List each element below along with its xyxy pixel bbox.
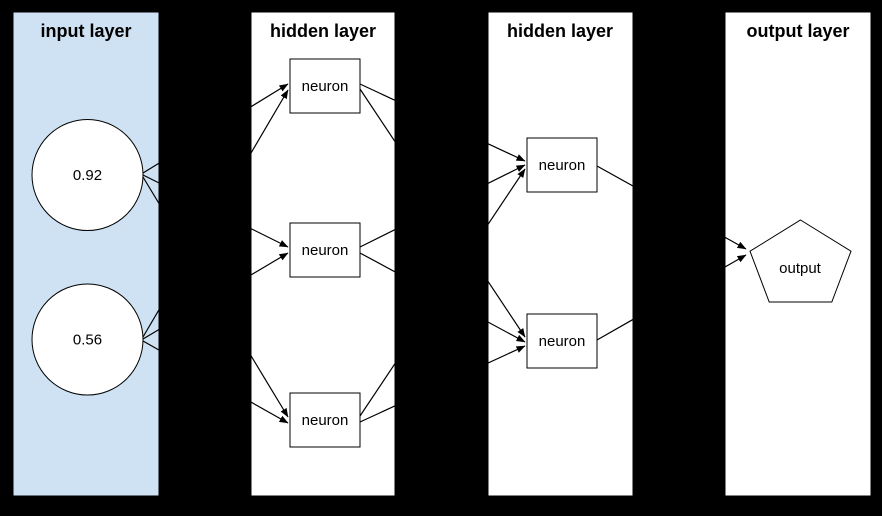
input-node-1: 0.92 xyxy=(31,119,144,231)
hidden2-node-1-box xyxy=(526,137,598,193)
input-node-2: 0.56 xyxy=(31,283,144,396)
edge-input1-h1n2 xyxy=(142,174,289,248)
hidden1-node-3-label: neuron xyxy=(302,412,349,429)
hidden1-node-1: neuron xyxy=(289,58,361,114)
hidden2-node-1: neuron xyxy=(526,137,598,193)
input-node-1-circle xyxy=(31,119,144,231)
hidden2-node-2: neuron xyxy=(526,313,598,369)
output-node: output xyxy=(749,219,852,303)
edge-h2n2-output xyxy=(596,254,747,341)
hidden2-node-2-label: neuron xyxy=(539,333,586,350)
edge-h1n3-h2n1 xyxy=(359,168,526,417)
edge-input2-h1n3 xyxy=(142,340,289,424)
hidden1-node-1-box xyxy=(289,58,361,114)
output-node-pentagon xyxy=(749,219,852,303)
hidden1-node-2: neuron xyxy=(289,222,361,278)
input-layer-panel xyxy=(12,11,160,497)
input-node-1-value: 0.92 xyxy=(73,167,102,184)
hidden-layer-2-title: hidden layer xyxy=(507,21,613,41)
output-layer-title: output layer xyxy=(746,21,849,41)
hidden-layer-2-panel xyxy=(487,11,634,497)
input-node-2-value: 0.56 xyxy=(73,332,102,349)
edge-input1-h1n3 xyxy=(142,176,289,418)
output-node-label: output xyxy=(779,260,822,277)
edge-input2-h1n2 xyxy=(142,252,289,340)
edge-input2-h1n1 xyxy=(142,89,289,338)
hidden1-node-2-box xyxy=(289,222,361,278)
edge-h1n2-h2n2 xyxy=(359,252,526,343)
edge-h1n2-h2n1 xyxy=(359,164,526,248)
hidden1-node-2-label: neuron xyxy=(302,242,349,259)
edge-h1n1-h2n2 xyxy=(359,88,526,338)
hidden1-node-1-label: neuron xyxy=(302,78,349,95)
hidden2-node-2-box xyxy=(526,313,598,369)
edge-h1n1-h2n1 xyxy=(359,83,526,162)
hidden-layer-1-title: hidden layer xyxy=(270,21,376,41)
input-node-2-circle xyxy=(31,283,144,396)
hidden2-node-1-label: neuron xyxy=(539,157,586,174)
hidden1-node-3-box xyxy=(289,392,361,448)
hidden1-node-3: neuron xyxy=(289,392,361,448)
edge-h2n1-output xyxy=(596,165,747,250)
edge-input1-h1n1 xyxy=(142,83,289,174)
input-layer-title: input layer xyxy=(40,21,131,41)
edge-h1n3-h2n2 xyxy=(359,345,526,423)
